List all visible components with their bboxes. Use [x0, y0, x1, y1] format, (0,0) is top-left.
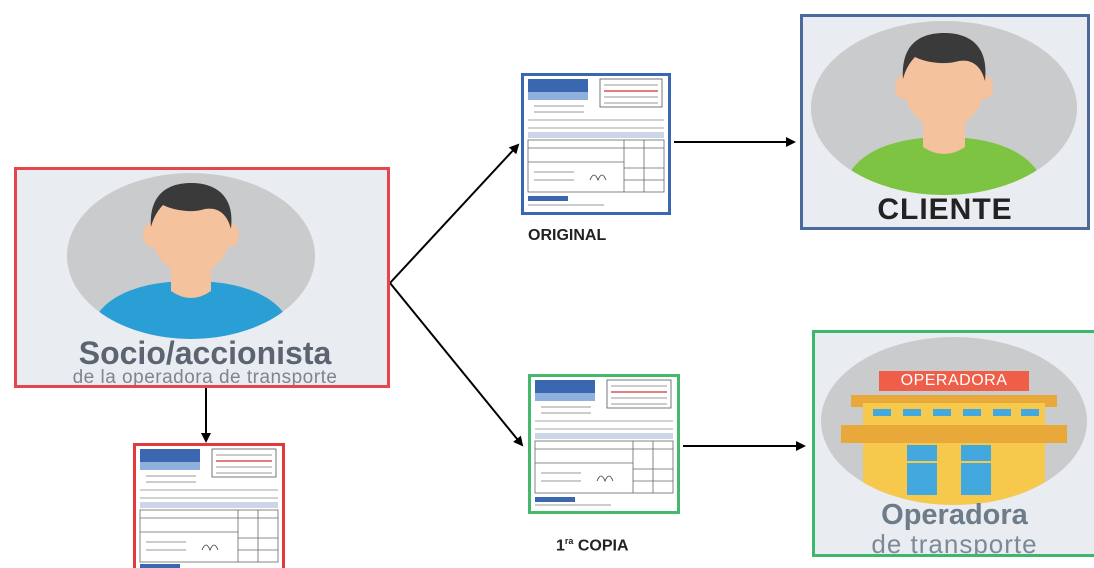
label-copia: 1ra COPIA: [556, 536, 629, 555]
socio-avatar: [67, 173, 315, 339]
operadora-subtitle: de transporte: [871, 529, 1038, 557]
label-original: ORIGINAL: [528, 227, 607, 244]
invoice-icon: [534, 379, 674, 506]
socio-subtitle: de la operadora de transporte: [72, 367, 338, 388]
invoice-icon: [527, 78, 665, 206]
label-copia-word: COPIA: [577, 537, 629, 555]
document-copia: [528, 374, 680, 514]
cliente-node: CLIENTE: [800, 14, 1090, 230]
invoice-icon: [139, 448, 279, 568]
document-original: [521, 73, 671, 215]
document-socio: [133, 443, 285, 568]
arrow-socio-to-original: [389, 143, 520, 284]
building-icon: [841, 395, 1067, 505]
person-icon: [843, 33, 1045, 195]
label-copia-number: 1: [556, 537, 565, 555]
cliente-avatar: [811, 21, 1077, 195]
operadora-node: OPERADORA Operadora de transporte: [812, 330, 1094, 557]
socio-node: Socio/accionista de la operadora de tran…: [14, 167, 390, 388]
operadora-title: Operadora: [881, 499, 1028, 531]
person-icon: [89, 183, 293, 339]
cliente-label: CLIENTE: [877, 193, 1013, 226]
arrow-socio-to-copia: [389, 282, 524, 447]
operadora-sign: OPERADORA: [879, 371, 1029, 391]
socio-title: Socio/accionista: [78, 335, 332, 371]
operadora-image: OPERADORA: [821, 337, 1087, 505]
label-copia-suffix: ra: [564, 536, 574, 546]
